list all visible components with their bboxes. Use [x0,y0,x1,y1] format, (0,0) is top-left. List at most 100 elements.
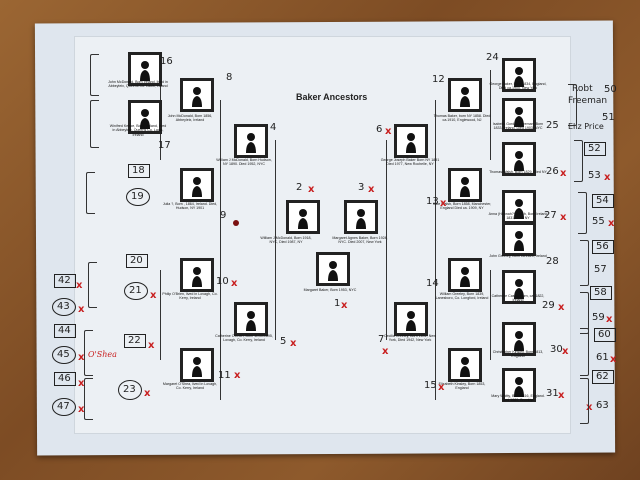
red-x-mark: x [78,304,85,315]
person-caption: Thomas Walsh, Born 1829, Died NY [489,170,547,174]
red-x-mark: x [606,314,613,325]
box-annotation [584,142,606,156]
handwritten-brace [574,140,583,182]
handwritten-number: 15 [424,380,437,391]
handwritten-number: 44 [58,325,71,336]
red-x-mark: x [78,378,85,389]
portrait-card [448,78,482,112]
silhouette-icon [192,357,202,377]
handwritten-name: O'Shea [88,350,117,359]
portrait-card [502,98,536,132]
chart-title: Baker Ancestors [296,92,368,102]
connector-line [435,100,436,400]
handwritten-name: Eliz Price [568,122,604,131]
silhouette-icon [514,151,524,171]
oval-annotation [52,346,76,364]
box-annotation [54,372,76,386]
connector-line [275,140,276,340]
portrait-card [234,124,268,158]
handwritten-number: 62 [596,371,609,382]
red-x-mark: x [385,126,392,137]
red-x-mark: x [341,300,348,311]
oval-annotation [126,188,150,206]
box-annotation [54,274,76,288]
red-x-mark: x [558,390,565,401]
red-x-mark: x [560,168,567,179]
handwritten-number: 14 [426,278,439,289]
portrait-card [502,270,536,304]
handwritten-number: 46 [58,373,71,384]
silhouette-icon [460,177,470,197]
person-caption: William J McDonald, Born Hudson, NY 1890… [216,158,272,167]
red-x-mark: x [78,352,85,363]
red-x-mark: x [144,388,151,399]
handwritten-number: 57 [594,264,607,275]
handwritten-number: 17 [158,140,171,151]
person-caption: Kate Walsh, Born 1858, Manchester, Engla… [432,202,492,211]
handwritten-brace [86,172,95,214]
silhouette-icon [140,61,150,81]
person-caption: Winifred Kehoe, Born, Ireland, lived in … [109,124,167,137]
handwritten-number: 23 [123,384,136,395]
handwritten-brace [578,192,587,234]
silhouette-icon [140,109,150,129]
connector-line [220,100,221,400]
box-annotation [128,164,150,178]
red-x-mark: x [438,382,445,393]
handwritten-brace [580,292,589,334]
portrait-card [502,222,536,256]
handwritten-number: 56 [596,241,609,252]
handwritten-brace [90,100,99,148]
person-caption: Margaret Baker, Born 1953, NYC [303,288,357,292]
handwritten-number: 55 [592,216,605,227]
red-x-mark: x [440,198,447,209]
handwritten-number: 25 [546,120,559,131]
handwritten-number: 13 [426,196,439,207]
box-annotation [592,240,614,254]
silhouette-icon [514,199,524,219]
oval-annotation [52,398,76,416]
box-annotation [54,324,76,338]
handwritten-number: 4 [270,122,277,133]
handwritten-number: 10 [216,276,229,287]
portrait-card [394,124,428,158]
red-x-mark: x [78,404,85,415]
handwritten-number: 20 [130,255,143,266]
portrait-card [502,322,536,356]
portrait-card [180,348,214,382]
silhouette-icon [406,311,416,331]
red-x-mark: x [234,370,241,381]
handwritten-number: 6 [376,124,383,135]
handwritten-number: 43 [57,301,70,312]
box-annotation [590,286,612,300]
handwritten-brace [90,54,99,96]
person-caption: William J McDonald, Born 1918, NYC, Died… [260,236,312,245]
oval-annotation [118,380,142,400]
handwritten-brace [580,328,589,376]
person-caption: Julia ?, Born , 1864, Ireland. Died, Hud… [162,202,218,211]
silhouette-icon [514,107,524,127]
handwritten-number: 42 [58,275,71,286]
handwritten-number: 27 [544,210,557,221]
box-annotation [594,328,616,342]
handwritten-number: 28 [546,256,559,267]
connector-line [386,140,387,340]
handwritten-number: 18 [132,165,145,176]
person-caption: Christopher Kinsley, Born 1813, England [492,350,544,359]
red-x-mark: x [382,346,389,357]
handwritten-number: 16 [160,56,173,67]
handwritten-brace [84,330,93,376]
silhouette-icon [514,67,524,87]
handwritten-number: 61 [596,352,609,363]
portrait-card [394,302,428,336]
handwritten-number: 2 [296,182,303,193]
handwritten-number: 29 [542,300,555,311]
person-caption: Elizabeth Kinsley, Born 1853, England [438,382,486,391]
handwritten-number: 52 [588,143,601,154]
portrait-card [128,100,162,134]
handwritten-number: 47 [57,401,70,412]
ink-dot [233,220,239,226]
box-annotation [124,334,146,348]
handwritten-name: Freeman [568,96,608,106]
person-caption: Isabella Gordon Freeman, Born 1833, Irel… [492,122,544,131]
